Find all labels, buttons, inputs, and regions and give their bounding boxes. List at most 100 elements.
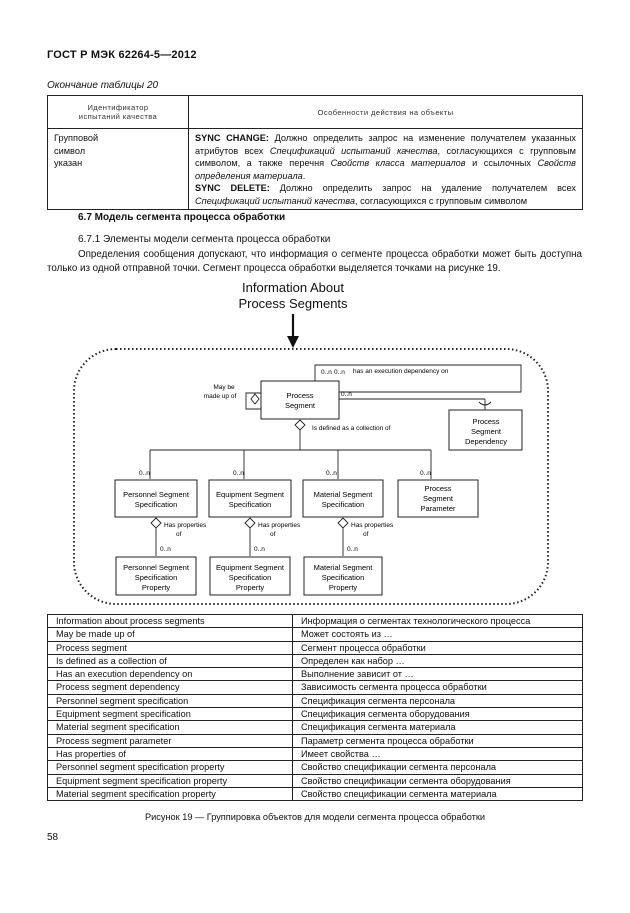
legend-term-ru: Свойство спецификации сегмента оборудова… [292,773,583,788]
title-arrow-head [287,336,299,348]
col-header-identifier-line1: Идентификатор [87,103,149,112]
table-row: Equipment segment specification property… [47,773,583,788]
has-execution-dependency-label: has an execution dependency on [353,368,449,375]
page-number: 58 [47,832,59,843]
process-segment-label-1: Process [286,391,313,400]
material-properties-diamond [337,517,349,529]
dependency-label-2: Segment [471,427,502,436]
process-segment-boundary [73,348,549,605]
sync-delete-text-1: Должно определить запрос на удаление пол… [269,183,576,194]
legend-term-en: Personnel segment specification [47,693,293,709]
figure-caption: Рисунок 19 — Группировка объектов для мо… [145,812,485,822]
parameter-label-2: Segment [423,494,454,503]
subsection-heading: 6.7.1 Элементы модели сегмента процесса … [78,234,331,245]
mult-execution-2: 0..n [334,369,345,376]
equipment-properties-diamond [244,517,256,529]
sync-delete-text-2: , согласующихся с групповым символом [354,195,528,206]
material-spec-label-1: Material Segment [314,490,374,499]
equipment-spec-label-2: Specification [229,500,272,509]
sync-change-text-3: и ссылочных [465,158,538,169]
collection-diamond [294,419,306,431]
material-segment-specification-property-box [303,556,383,596]
document-header: ГОСТ Р МЭК 62264-5—2012 [47,49,197,61]
table-row: Personnel segment specification property… [47,760,583,775]
mult-execution-1: 0..n [321,369,332,376]
diagram-title-line1: Information About [242,280,344,295]
legend-term-ru: Сегмент процесса обработки [292,640,583,655]
legend-term-en: Is defined as a collection of [47,653,293,669]
personnel-properties-diamond [150,517,162,529]
section-paragraph: Определения сообщения допускают, что инф… [47,249,582,274]
sync-change-italic-3: Свойств определения материала [195,158,576,181]
sync-change-paragraph: SYNC CHANGE: Должно определить запрос на… [195,132,576,182]
sync-change-text-2: , согласующихся с групповым символом, а … [195,145,576,169]
diagram-title-line2: Process Segments [238,296,348,311]
material-spec-label-2: Specification [322,500,365,509]
legend-term-ru: Выполнение зависит от … [292,667,583,682]
row-description-cell: SYNC CHANGE: Должно определить запрос на… [188,128,583,210]
row-identifier-line2: символ [54,145,86,156]
legend-term-en: Has properties of [47,746,293,762]
dependency-label-3: Dependency [465,437,507,446]
legend-term-ru: Информация о сегментах технологического … [292,613,583,629]
may-be-made-up-of-label-1: May be [213,384,235,391]
self-relation-line [245,392,261,410]
sync-change-label: SYNC CHANGE: [195,133,269,143]
legend-term-ru: Спецификация сегмента персонала [292,693,583,709]
sync-delete-label: SYNC DELETE: [195,183,270,194]
sync-delete-paragraph: SYNC DELETE: Должно определить запрос на… [195,182,576,207]
process-segment-box [260,380,340,420]
material-has-properties-1: Has properties [351,522,394,529]
col-header-identifier: Идентификатор испытаний качества [47,95,189,129]
mult-material-prop: 0..n [347,546,358,553]
legend-term-en: Material segment specification property [47,786,293,802]
row-identifier-line3: указан [54,158,83,169]
equipment-spec-label-1: Equipment Segment [216,490,285,499]
legend-term-ru: Зависимость сегмента процесса обработки [292,680,583,695]
execution-dependency-line [314,364,522,393]
may-be-made-up-of-label-2: made up of [204,393,237,400]
col-header-identifier-line2: испытаний качества [78,112,158,121]
sync-change-text-4: . [302,170,306,181]
equipment-has-properties-1: Has properties [258,522,301,529]
parameter-label-3: Parameter [420,504,456,513]
mult-dependency-link: 0..n [341,391,352,398]
section-heading: 6.7 Модель сегмента процесса обработки [78,212,286,223]
legend-term-en: Process segment [47,640,293,655]
row-identifier-line1: Групповой [54,133,99,143]
material-prop-label-2: Specification [322,573,365,582]
row-identifier-cell: Групповой символ указан [47,128,189,210]
sync-change-text-1: Должно определить запрос на изменение по… [195,133,577,156]
equipment-segment-specification-property-box [209,556,291,596]
personnel-segment-specification-box [114,479,198,518]
equipment-segment-specification-box [208,479,292,518]
mult-parameter: 0..n [420,470,431,477]
equipment-prop-label-2: Specification [229,573,272,582]
table-header-row: Идентификатор испытаний качества Особенн… [47,95,583,129]
personnel-prop-label-3: Property [142,583,171,592]
personnel-prop-label-2: Specification [135,573,178,582]
personnel-spec-label-1: Personnel Segment [123,490,190,499]
legend-term-en: Equipment segment specification property [47,773,293,788]
process-segment-label-2: Segment [285,401,316,410]
legend-term-en: Process segment parameter [47,733,293,748]
equipment-prop-label-1: Equipment Segment [216,563,285,572]
material-has-properties-2: of [363,531,369,538]
legend-term-ru: Параметр сегмента процесса обработки [292,733,583,748]
legend-term-ru: Свойство спецификации сегмента персонала [292,760,583,775]
process-segment-parameter-box [397,479,479,518]
table-20-continuation: Идентификатор испытаний качества Особенн… [47,95,583,210]
legend-term-en: Process segment dependency [47,680,293,695]
mult-personnel-prop: 0..n [160,546,171,553]
